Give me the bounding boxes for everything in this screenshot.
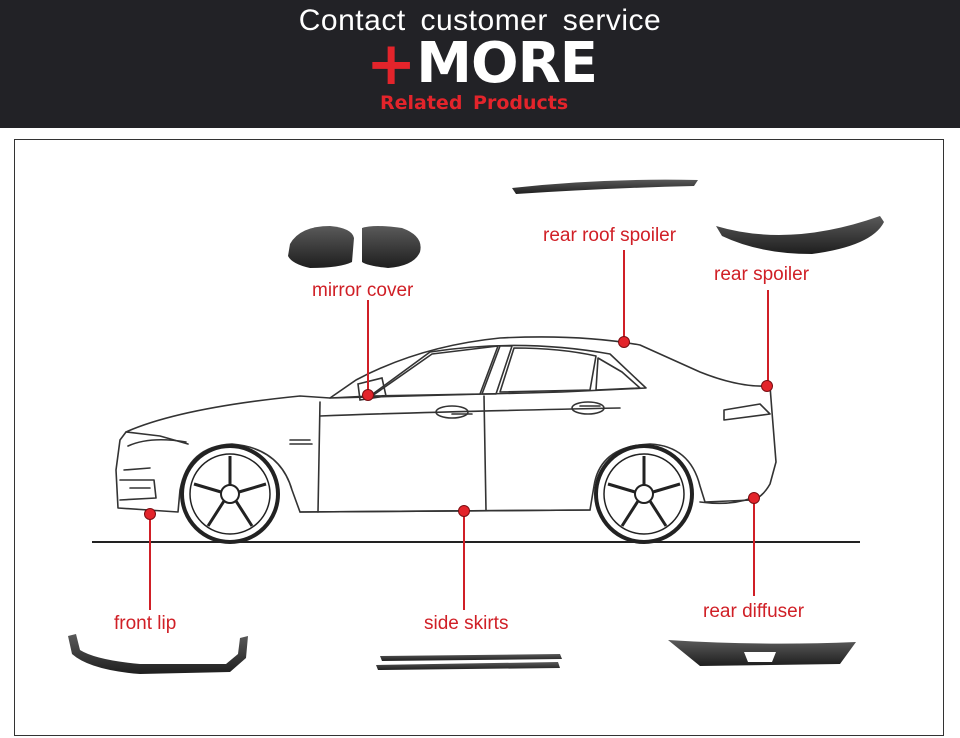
rear-wheel [594,444,694,544]
more-word: MORE [416,31,598,96]
front-wheel [180,444,280,544]
rear-diffuser-label: rear diffuser [703,601,805,622]
mirror-cover-label: mirror cover [312,280,414,301]
side-mirror-outline [357,377,387,401]
rear-roof-spoiler-image [512,179,698,194]
rear-spoiler-label: rear spoiler [714,264,810,285]
related-products-text[interactable]: Related Products [380,92,569,114]
front-lip-image [68,634,248,674]
rear-roof-spoiler-label: rear roof spoiler [543,225,677,246]
plus-sign: + [366,29,417,99]
rear-spoiler-image [716,216,884,254]
mirror-cover-image [288,226,421,268]
front-lip-label: front lip [114,613,177,634]
rear-diffuser-marker [748,492,760,504]
more-heading[interactable]: +MORE [366,31,598,96]
rear-spoiler-marker [761,380,773,392]
contact-customer-service-text[interactable]: Contact customer service [298,4,662,37]
side-skirts-label: side skirts [424,613,509,634]
header-banner: Contact customer service +MORE Related P… [0,0,960,128]
front-door-handle [435,405,469,419]
callout-dots [144,336,773,520]
side-skirts-marker [458,505,470,517]
rear-diffuser-image [668,640,856,666]
front-lip-marker [144,508,156,520]
callout-lines [149,250,769,610]
rear-roof-spoiler-marker [618,336,630,348]
mirror-cover-marker [362,389,374,401]
side-skirts-image [376,654,562,670]
rear-door-handle [571,401,605,415]
